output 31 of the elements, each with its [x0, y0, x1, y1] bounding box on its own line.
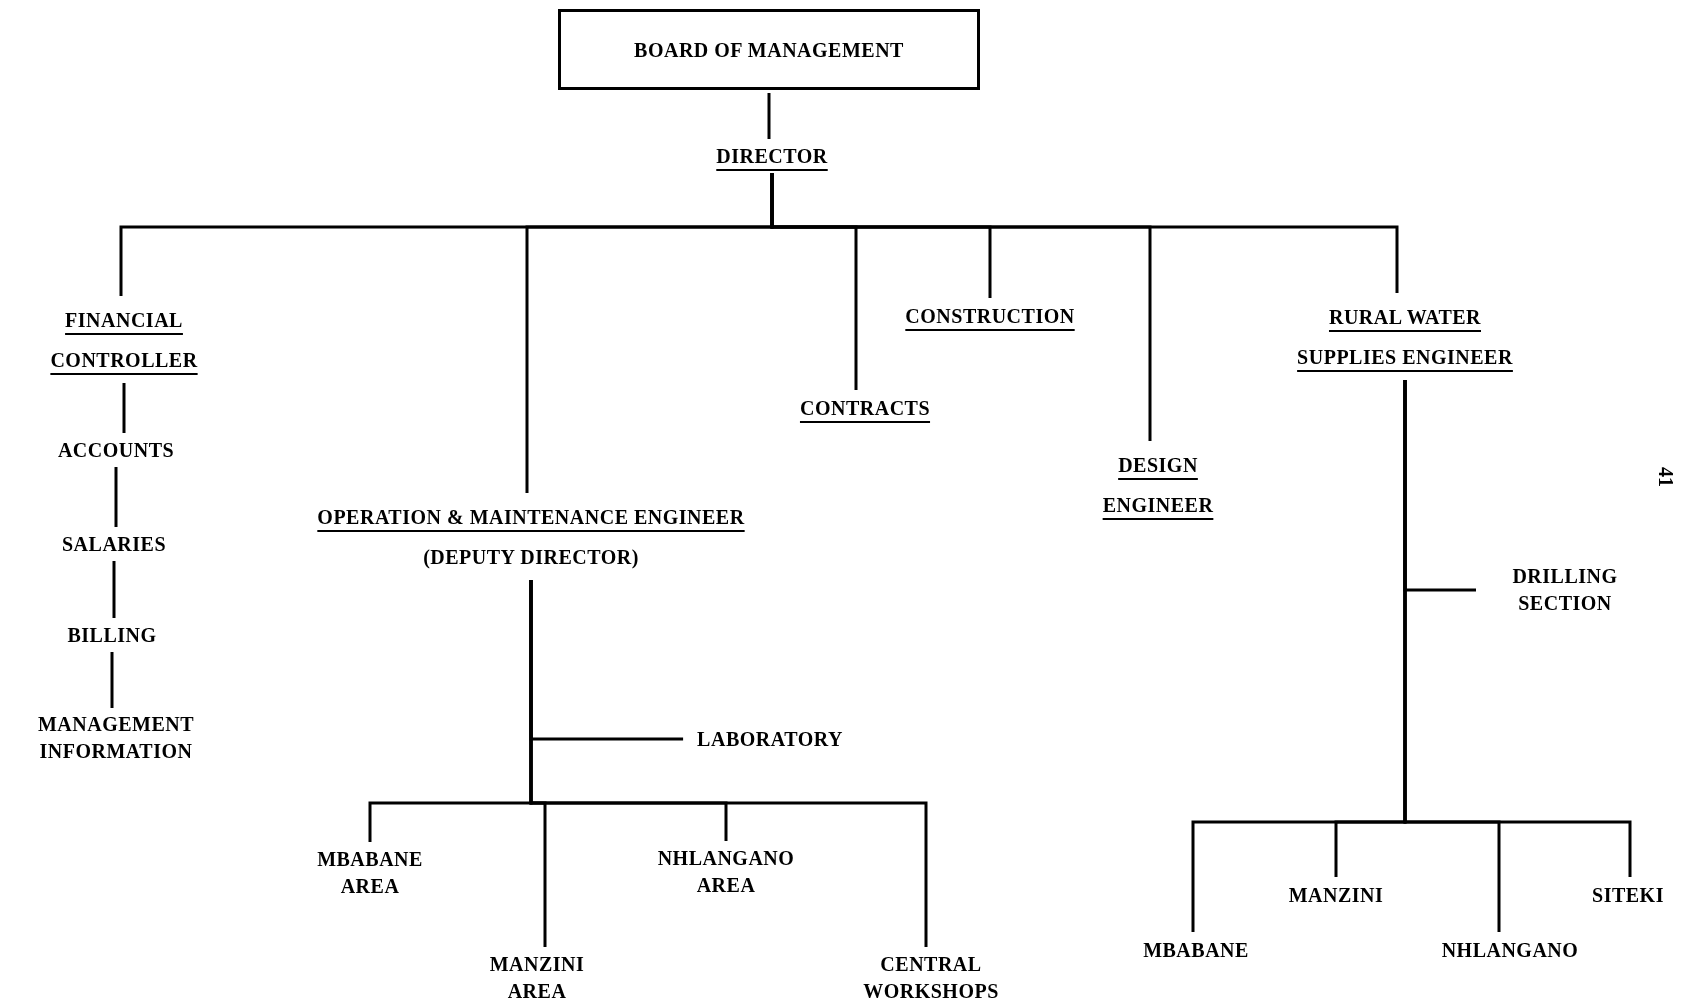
unit-label: MBABANE AREA [300, 846, 440, 900]
role-title: DIRECTOR [716, 142, 828, 170]
unit-label: SITEKI [1592, 881, 1664, 909]
connector-line [110, 652, 114, 708]
role-title: CONSTRUCTION [905, 302, 1075, 330]
connector-line [529, 580, 928, 947]
unit-label: ACCOUNTS [57, 436, 175, 464]
board-box: BOARD OF MANAGEMENT [558, 9, 980, 90]
unit-label: MBABANE [1143, 936, 1249, 964]
page-number: 41 [1654, 467, 1678, 487]
connector-line [1403, 380, 1632, 877]
unit-label: SALARIES [62, 530, 166, 558]
unit-label: NHLANGANO [1441, 936, 1579, 964]
unit-label: MANAGEMENT INFORMATION [1, 711, 231, 765]
connector-line [770, 173, 1399, 293]
role-title: DESIGN ENGINEER [1073, 445, 1243, 525]
unit-label: CENTRAL WORKSHOPS [831, 951, 1031, 1003]
unit-label: DRILLING SECTION [1490, 563, 1640, 617]
unit-label: MANZINI AREA [467, 951, 607, 1003]
unit-label: MANZINI [1288, 881, 1384, 909]
unit-label: LABORATORY [697, 725, 843, 753]
connector-line [112, 561, 116, 618]
unit-label: NHLANGANO AREA [631, 845, 821, 899]
connector-line [122, 383, 126, 433]
connector-line [767, 93, 771, 139]
unit-label: BILLING [67, 621, 157, 649]
role-title: CONTRACTS [799, 394, 931, 422]
connector-line [114, 467, 118, 527]
role-title: OPERATION & MAINTENANCE ENGINEER (DEPUTY DIRECTOR) [301, 497, 761, 577]
role-title: RURAL WATER SUPPLIES ENGINEER [1285, 297, 1525, 377]
role-title: FINANCIAL CONTROLLER [14, 300, 234, 380]
